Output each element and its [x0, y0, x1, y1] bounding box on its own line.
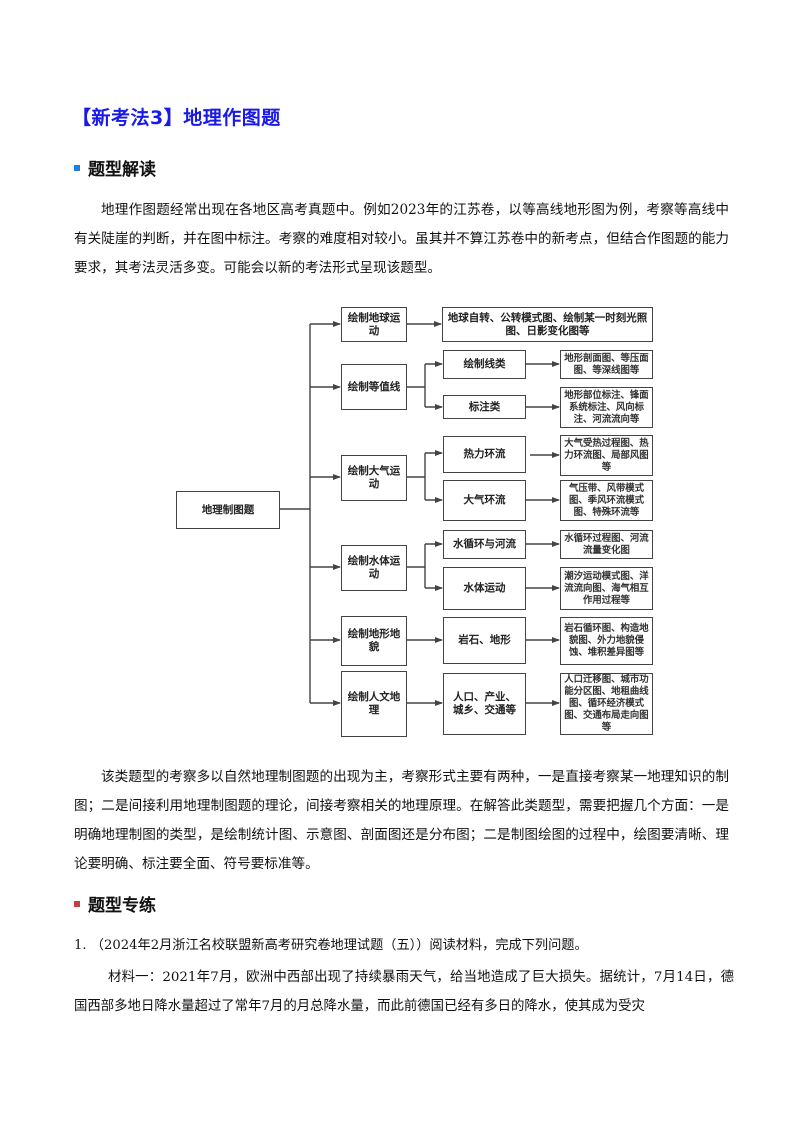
- branch-landform: 绘制地形地貌: [341, 616, 407, 666]
- root-node: 地理制图题: [176, 491, 280, 529]
- node-thermal-circulation: 热力环流: [443, 436, 526, 473]
- branch-isolines: 绘制等值线: [341, 364, 407, 410]
- node-rock-landform: 岩石、地形: [443, 617, 526, 664]
- intro-paragraph: 地理作图题经常出现在各地区高考真题中。例如2023年的江苏卷，以等高线地形图为例…: [74, 202, 729, 276]
- summary-paragraph: 该类题型的考察多以自然地理制图题的出现为主，考察形式主要有两种，一是直接考察某一…: [74, 769, 729, 872]
- section-heading-analysis: 题型解读: [74, 155, 156, 180]
- branch-water: 绘制水体运动: [341, 545, 407, 591]
- detail-rock-cycle-maps: 岩石循环图、构造地貌图、外力地貌侵蚀、堆积差异图等: [560, 617, 653, 665]
- detail-water-cycle-maps: 水循环过程图、河流流量变化图: [560, 530, 653, 559]
- node-water-cycle-river: 水循环与河流: [443, 530, 526, 559]
- branch-atmosphere: 绘制大气运动: [341, 455, 407, 501]
- question-stem: 1. （2024年2月浙江名校联盟新高考研究卷地理试题（五））阅读材料，完成下列…: [74, 938, 588, 953]
- detail-tide-current-maps: 潮汐运动模式图、洋流流向图、海气相互作用过程等: [560, 567, 653, 610]
- question-material: 材料一：2021年7月，欧洲中西部出现了持续暴雨天气，给当地造成了巨大损失。据统…: [74, 970, 734, 1014]
- detail-annotation-types: 地形部位标注、锋面系统标注、风向标注、河流流向等: [560, 387, 653, 428]
- section-heading-text: 题型解读: [88, 160, 156, 180]
- square-bullet-icon: [74, 165, 80, 171]
- detail-human-geo-maps: 人口迁移图、城市功能分区图、地租曲线图、循环经济模式图、交通布局走向图等: [560, 673, 653, 735]
- detail-pressure-belt-maps: 气压带、风带模式图、季风环流模式图、特殊环流等: [560, 480, 653, 521]
- node-population-industry: 人口、产业、城乡、交通等: [443, 673, 526, 735]
- detail-thermal-maps: 大气受热过程图、热力环流图、局部风图等: [560, 435, 653, 476]
- branch-human: 绘制人文地理: [341, 671, 407, 737]
- page-title: 【新考法3】地理作图题: [72, 107, 281, 129]
- square-bullet-icon: [74, 901, 80, 907]
- branch-earth-motion: 绘制地球运动: [341, 307, 407, 342]
- node-water-motion: 水体运动: [443, 567, 526, 610]
- node-atmospheric-circulation: 大气环流: [443, 480, 526, 521]
- section-heading-practice: 题型专练: [74, 891, 156, 916]
- node-annotation: 标注类: [443, 395, 526, 419]
- leaf-earth-motion-maps: 地球自转、公转模式图、绘制某一时刻光照图、日影变化图等: [442, 307, 653, 342]
- detail-profile-maps: 地形剖面图、等压面图、等深线图等: [560, 350, 653, 379]
- node-draw-lines: 绘制线类: [443, 350, 526, 379]
- section-heading-text: 题型专练: [88, 896, 156, 916]
